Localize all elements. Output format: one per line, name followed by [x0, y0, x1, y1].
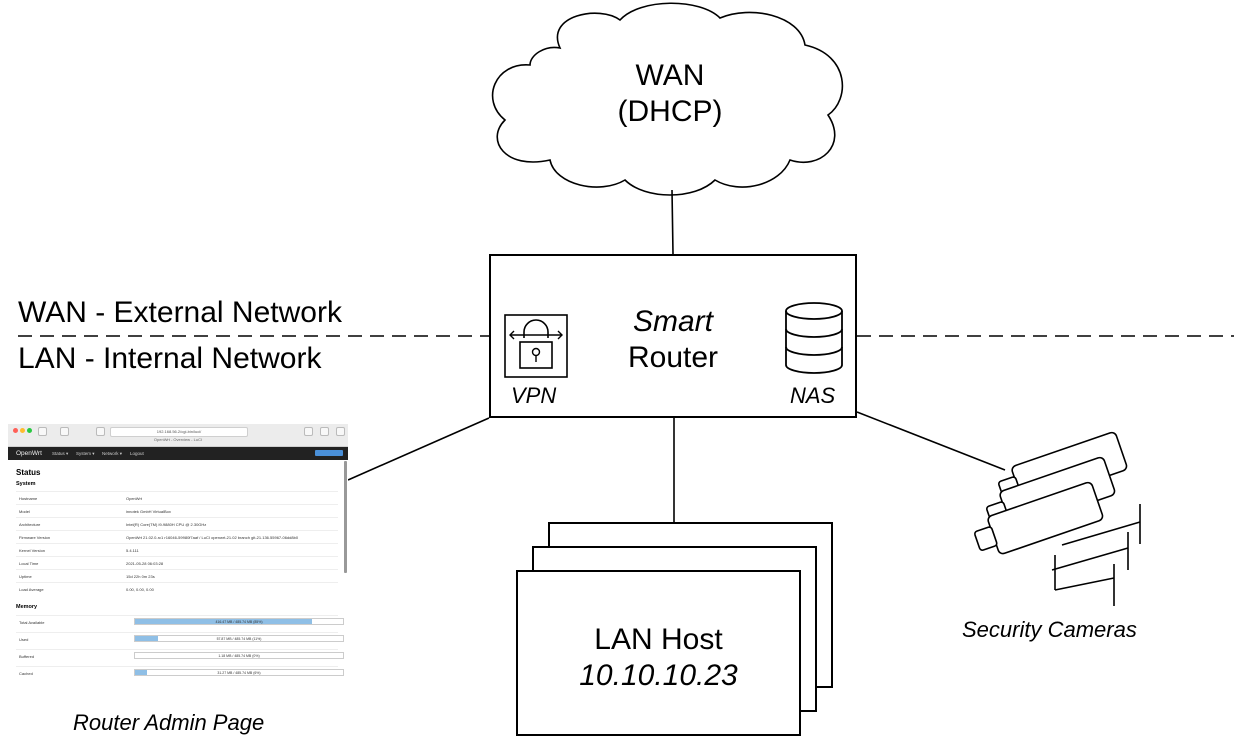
system-row-value: innotek GmbH VirtualBox	[126, 509, 171, 514]
admin-brand: OpenWrt	[16, 450, 42, 457]
lan-host-ip: 10.10.10.23	[579, 659, 738, 692]
lan-host-card: LAN Host 10.10.10.23	[516, 570, 801, 736]
memory-row-key: Used	[19, 637, 29, 642]
memory-row-key: Buffered	[19, 654, 35, 659]
memory-row: Total Available 416.47 MB / 485.74 MB (85…	[16, 615, 344, 628]
wan-dhcp-label: (DHCP)	[617, 95, 723, 128]
memory-row: Cached 31.27 MB / 485.74 MB (6%)	[16, 666, 344, 679]
admin-navbar: OpenWrt Status ▾ System ▾ Network ▾ Logo…	[8, 447, 348, 460]
system-row-value: 5.4.111	[126, 548, 139, 553]
system-row: Model innotek GmbH VirtualBox	[16, 504, 338, 517]
security-camera-icon	[974, 431, 1141, 606]
system-row: Kernel Version 5.4.111	[16, 543, 338, 556]
memory-section-title: Memory	[16, 604, 38, 610]
router-camera-link	[856, 411, 1006, 471]
router-admin-link	[347, 417, 490, 481]
router-admin-screenshot: 192.168.56.2/cgi-bin/luci/ OpenWrt - Ove…	[8, 424, 348, 686]
wan-cloud	[491, 2, 844, 196]
system-row-value: 15d 22h 0m 23s	[126, 574, 155, 579]
database-icon	[785, 302, 843, 374]
wan-cloud-label: WAN (DHCP)	[560, 58, 780, 130]
system-section-title: System	[16, 481, 36, 487]
security-cameras-label: Security Cameras	[962, 617, 1137, 642]
admin-heading: Status	[16, 468, 41, 477]
lan-zone-label: LAN - Internal Network	[18, 342, 322, 375]
memory-row: Buffered 1.18 MB / 485.74 MB (0%)	[16, 649, 344, 662]
nas-label: NAS	[790, 383, 836, 408]
maximize-dot-icon	[27, 428, 32, 433]
memory-row-key: Cached	[19, 671, 33, 676]
system-row-key: Architecture	[19, 522, 41, 527]
scrollbar	[344, 461, 347, 573]
menu-network: Network ▾	[102, 451, 123, 456]
memory-progress-fill	[135, 670, 148, 675]
privacy-icon	[96, 427, 105, 436]
memory-progress-text: 416.47 MB / 485.74 MB (85%)	[215, 620, 263, 624]
settings-icon	[304, 427, 313, 436]
menu-system: System ▾	[76, 451, 95, 456]
memory-progress-bar: 416.47 MB / 485.74 MB (85%)	[134, 618, 344, 625]
back-button	[38, 427, 47, 436]
share-icon	[320, 427, 329, 436]
system-row-key: Model	[19, 509, 30, 514]
system-row: Firmware Version OpenWrt 21.02.0-rc1 r160…	[16, 530, 338, 543]
memory-progress-text: 57.87 MB / 485.74 MB (11%)	[216, 637, 262, 641]
memory-progress-bar: 31.27 MB / 485.74 MB (6%)	[134, 669, 344, 676]
memory-progress-fill	[135, 619, 312, 624]
memory-progress-text: 1.18 MB / 485.74 MB (0%)	[218, 654, 260, 658]
system-row-value: OpenWrt	[126, 496, 142, 501]
menu-status: Status ▾	[52, 451, 69, 456]
router-title-smart: Smart	[632, 305, 713, 338]
system-row-key: Kernel Version	[19, 548, 46, 553]
system-row-key: Firmware Version	[19, 535, 51, 540]
wan-router-link	[671, 189, 674, 255]
router-admin-caption: Router Admin Page	[73, 710, 265, 735]
system-row: Load Average 0.00, 0.00, 0.00	[16, 582, 338, 595]
memory-progress-text: 31.27 MB / 485.74 MB (6%)	[217, 671, 261, 675]
tab-title: OpenWrt - Overview - LuCI	[153, 437, 203, 442]
router-title: Smart Router	[491, 304, 855, 376]
router-title-router: Router	[627, 341, 719, 374]
memory-row-key: Total Available	[19, 620, 45, 625]
system-row: Hostname OpenWrt	[16, 491, 338, 504]
system-row: Local Time 2021-05-28 06:03:28	[16, 556, 338, 569]
system-row-value: 0.00, 0.00, 0.00	[126, 587, 154, 592]
lan-host-title: LAN Host	[594, 623, 723, 656]
system-row-key: Load Average	[19, 587, 44, 592]
system-row-key: Hostname	[19, 496, 38, 501]
system-row-key: Local Time	[19, 561, 39, 566]
memory-progress-bar: 57.87 MB / 485.74 MB (11%)	[134, 635, 344, 642]
url-bar: 192.168.56.2/cgi-bin/luci/	[110, 427, 248, 437]
memory-progress-bar: 1.18 MB / 485.74 MB (0%)	[134, 652, 344, 659]
system-row: Uptime 15d 22h 0m 23s	[16, 569, 338, 582]
browser-chrome: 192.168.56.2/cgi-bin/luci/ OpenWrt - Ove…	[8, 424, 348, 447]
vpn-label: VPN	[511, 383, 557, 408]
lock-icon	[504, 314, 568, 378]
system-row-value: OpenWrt 21.02.0-rc1 r16046-59980f7aaf / …	[126, 535, 299, 540]
auto-refresh-badge	[315, 450, 343, 456]
wan-zone-label: WAN - External Network	[18, 296, 342, 329]
system-row: Architecture Intel(R) Core(TM) i9-9880H C…	[16, 517, 338, 530]
tabs-icon	[336, 427, 345, 436]
minimize-dot-icon	[20, 428, 25, 433]
memory-row: Used 57.87 MB / 485.74 MB (11%)	[16, 632, 344, 645]
close-dot-icon	[13, 428, 18, 433]
smart-router-box: VPN Smart Router NAS	[489, 254, 857, 418]
sidebar-button	[60, 427, 69, 436]
menu-logout: Logout	[130, 451, 144, 456]
system-row-value: Intel(R) Core(TM) i9-9880H CPU @ 2.30GHz	[126, 522, 207, 527]
system-row-value: 2021-05-28 06:03:28	[126, 561, 164, 566]
memory-progress-fill	[135, 636, 158, 641]
wan-label: WAN	[635, 59, 705, 92]
system-row-key: Uptime	[19, 574, 32, 579]
